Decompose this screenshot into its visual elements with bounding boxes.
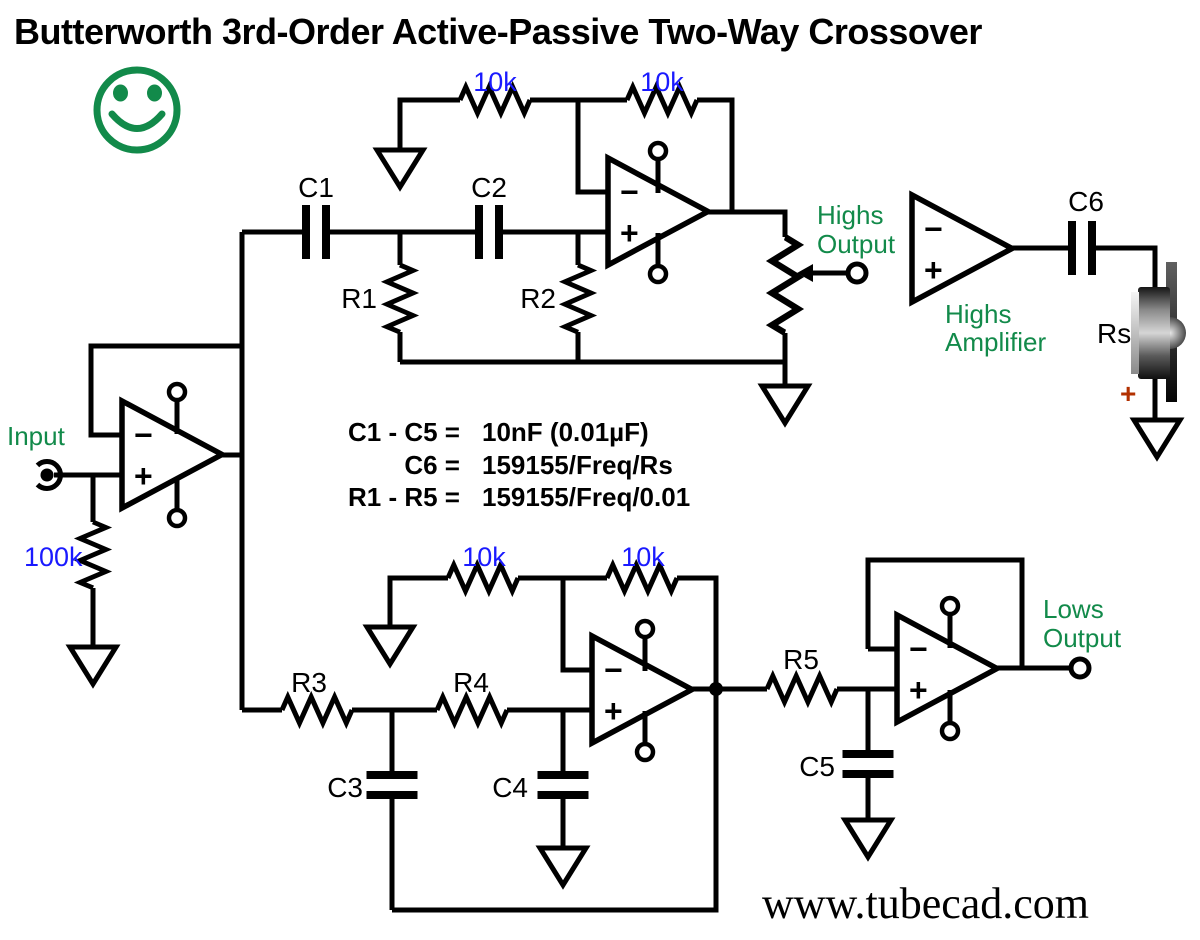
- junction-dot: [709, 682, 723, 696]
- capacitor-c3: [366, 771, 418, 799]
- label-10k-hp-2: 10k: [640, 67, 684, 97]
- page-title: Butterworth 3rd-Order Active-Passive Two…: [14, 11, 982, 52]
- smiley-mouth: [108, 110, 166, 132]
- label-c5: C5: [799, 751, 835, 782]
- resistor-r5: [767, 676, 837, 702]
- formula-1-rhs: 10nF (0.01µF): [482, 417, 649, 447]
- label-r3: R3: [291, 667, 327, 698]
- highs-output-label-line1: Highs: [817, 200, 883, 230]
- label-r5: R5: [783, 644, 819, 675]
- speaker-body: [1138, 287, 1170, 379]
- opamp-lows-buffer: [897, 595, 997, 742]
- capacitor-c4: [537, 771, 589, 799]
- label-10k-hp-1: 10k: [473, 67, 517, 97]
- label-100k: 100k: [24, 542, 83, 572]
- power-pin: [647, 140, 669, 162]
- lowpass-section-wires: [242, 557, 1071, 913]
- ground-c4: [540, 848, 586, 885]
- power-pin: [939, 595, 961, 617]
- capacitor-c6: [1068, 221, 1096, 275]
- ground-speaker: [1134, 420, 1180, 457]
- resistor-r1: [387, 265, 413, 332]
- opamp-highpass: [608, 140, 708, 285]
- ground-c5: [845, 820, 891, 857]
- resistor-r3: [282, 697, 352, 723]
- label-rs: Rs: [1097, 318, 1131, 349]
- ground-symbols: [70, 150, 1180, 885]
- label-r1: R1: [341, 283, 377, 314]
- ground-hp-rail: [762, 386, 808, 423]
- power-pin: [166, 507, 188, 529]
- highpass-section-wires: [242, 97, 848, 386]
- input-jack-pin: [40, 468, 54, 482]
- input-label: Input: [7, 421, 66, 451]
- ground-hp-feedback: [377, 150, 423, 187]
- highs-amp-label-line1: Highs: [945, 299, 1011, 329]
- power-pin: [634, 618, 656, 640]
- formula-2-lhs: C6 =: [404, 450, 460, 480]
- ground-input: [70, 647, 116, 684]
- highs-output-label-line2: Output: [817, 229, 896, 259]
- capacitor-c5: [842, 750, 894, 778]
- circuit-wires: [54, 97, 1158, 913]
- lows-output-label-line2: Output: [1043, 623, 1122, 653]
- label-c1: C1: [298, 172, 334, 203]
- input-jack-ring: [35, 459, 63, 491]
- power-pin: [647, 263, 669, 285]
- lows-output-label-line1: Lows: [1043, 594, 1104, 624]
- label-r2: R2: [520, 283, 556, 314]
- speaker-polarity-plus: +: [1120, 378, 1136, 409]
- opamp-input-buffer: [122, 381, 222, 529]
- highs-amp-section-wires: [1012, 245, 1158, 420]
- power-pin: [166, 381, 188, 403]
- smiley-icon: [93, 66, 181, 154]
- capacitor-c1: [302, 205, 330, 259]
- highs-output-terminal: [845, 261, 869, 285]
- capacitor-c2: [475, 205, 503, 259]
- pot-wiper-arrow: [797, 264, 813, 282]
- formula-2-rhs: 159155/Freq/Rs: [482, 450, 673, 480]
- opamp-highs-amplifier: [912, 195, 1012, 302]
- resistor-100k: [80, 522, 106, 588]
- label-r4: R4: [453, 667, 489, 698]
- highs-amp-label-line2: Amplifier: [945, 327, 1046, 357]
- potentiometer-highs-level: [772, 237, 798, 333]
- speaker-icon: [1131, 262, 1186, 402]
- label-10k-lp-2: 10k: [621, 542, 665, 572]
- speaker-front-ring: [1131, 292, 1139, 374]
- site-watermark: www.tubecad.com: [762, 879, 1089, 928]
- label-c6: C6: [1068, 186, 1104, 217]
- resistor-r4: [437, 697, 507, 723]
- lows-output-terminal: [1068, 656, 1092, 680]
- resistors: [80, 87, 837, 723]
- formula-1-lhs: C1 - C5 =: [348, 417, 460, 447]
- input-section-wires: [54, 232, 245, 710]
- ground-lp-feedback: [367, 627, 413, 664]
- input-jack: [35, 459, 63, 491]
- power-pin: [939, 720, 961, 742]
- label-10k-lp-1: 10k: [462, 542, 506, 572]
- label-c3: C3: [327, 772, 363, 803]
- formula-3-rhs: 159155/Freq/0.01: [482, 482, 690, 512]
- formula-3-lhs: R1 - R5 =: [348, 482, 460, 512]
- smiley-right-eye: [147, 84, 162, 102]
- resistor-r2: [565, 265, 591, 332]
- opamp-lowpass: [592, 618, 692, 763]
- smiley-left-eye: [113, 84, 128, 102]
- label-c4: C4: [492, 772, 528, 803]
- formula-block: C1 - C5 = 10nF (0.01µF) C6 = 159155/Freq…: [348, 417, 690, 512]
- power-pin: [634, 741, 656, 763]
- label-c2: C2: [471, 172, 507, 203]
